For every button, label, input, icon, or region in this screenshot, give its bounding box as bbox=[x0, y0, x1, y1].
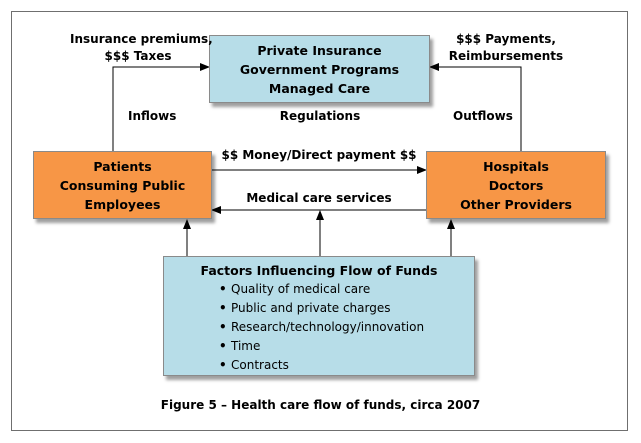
payers-line: Private Insurance bbox=[257, 42, 382, 58]
money-label: $$ Money/Direct payment $$ bbox=[221, 148, 417, 162]
providers-line: Doctors bbox=[488, 177, 544, 193]
factor-item: Quality of medical care bbox=[219, 280, 424, 299]
payments-label: $$$ Payments, Reimbursements bbox=[436, 31, 576, 65]
premiums-label-line: Insurance premiums, bbox=[70, 32, 213, 46]
payers-box: Private Insurance Government Programs Ma… bbox=[209, 35, 430, 103]
outflows-arrow bbox=[429, 63, 522, 151]
payments-label-line: Reimbursements bbox=[448, 49, 564, 63]
patients-line: Consuming Public bbox=[59, 177, 186, 193]
patients-line: Employees bbox=[84, 196, 161, 212]
inflows-arrow bbox=[112, 63, 210, 151]
factor-item: Public and private charges bbox=[219, 299, 424, 318]
inflows-label: Inflows bbox=[128, 109, 177, 123]
figure-caption: Figure 5 – Health care flow of funds, ci… bbox=[160, 398, 481, 412]
factor-item: Time bbox=[219, 337, 424, 356]
premiums-label-line: $$$ Taxes bbox=[104, 49, 172, 63]
providers-line: Hospitals bbox=[483, 158, 549, 174]
factor-item: Research/technology/innovation bbox=[219, 318, 424, 337]
payers-line: Government Programs bbox=[239, 61, 400, 77]
services-label: Medical care services bbox=[246, 191, 392, 205]
factors-title: Factors Influencing Flow of Funds bbox=[200, 263, 438, 278]
patients-line: Patients bbox=[93, 158, 152, 174]
payers-line: Managed Care bbox=[268, 80, 371, 96]
premiums-label: Insurance premiums, $$$ Taxes bbox=[70, 31, 213, 65]
outflows-label: Outflows bbox=[453, 109, 513, 123]
payments-label-line: $$$ Payments, bbox=[456, 32, 556, 46]
providers-box: Hospitals Doctors Other Providers bbox=[426, 151, 606, 219]
factors-list: Quality of medical care Public and priva… bbox=[219, 280, 424, 375]
factor-item: Contracts bbox=[219, 356, 424, 375]
factors-box: Factors Influencing Flow of Funds Qualit… bbox=[163, 256, 475, 376]
regulations-label: Regulations bbox=[279, 109, 361, 123]
patients-box: Patients Consuming Public Employees bbox=[33, 151, 212, 219]
providers-line: Other Providers bbox=[460, 196, 572, 212]
